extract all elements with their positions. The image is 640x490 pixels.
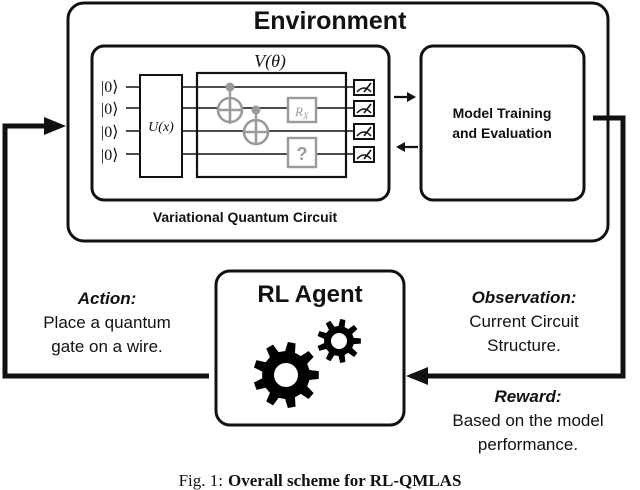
circuit-label: Variational Quantum Circuit bbox=[153, 209, 338, 225]
observation-heading: Observation: bbox=[472, 288, 577, 307]
observation-line1: Current Circuit bbox=[469, 312, 579, 331]
gear-icon-large bbox=[253, 342, 319, 408]
rx-gate-label: RX bbox=[294, 104, 309, 121]
gear-icon-small bbox=[317, 319, 361, 363]
meter-icon-2 bbox=[353, 100, 375, 117]
qubit-ket-2: |0⟩ bbox=[101, 101, 118, 118]
reward-heading: Reward: bbox=[494, 387, 561, 406]
model-training-line2: and Evaluation bbox=[452, 125, 552, 141]
action-heading: Action: bbox=[77, 289, 137, 308]
gearSmall-hole bbox=[331, 333, 347, 349]
meter-icon-3 bbox=[353, 123, 375, 140]
rl-agent-title: RL Agent bbox=[257, 281, 362, 308]
reward-line2: performance. bbox=[478, 435, 578, 454]
observation-reward-arrowhead bbox=[406, 367, 428, 385]
variational-block bbox=[195, 71, 348, 179]
meter-icon-4 bbox=[353, 146, 375, 163]
encoding-gate-label: U(x) bbox=[148, 120, 174, 135]
environment-title: Environment bbox=[254, 7, 407, 35]
meter-icon-1 bbox=[353, 79, 375, 96]
figure-caption: Fig. 1:Overall scheme for RL-QMLAS bbox=[179, 471, 462, 490]
observation-line2: Structure. bbox=[487, 336, 561, 355]
model-training-box bbox=[419, 44, 586, 202]
action-line1: Place a quantum bbox=[43, 313, 171, 332]
cnot-control-dot-2 bbox=[251, 105, 261, 115]
action-arrowhead bbox=[44, 117, 66, 135]
qubit-ket-3: |0⟩ bbox=[101, 124, 118, 141]
model-training-line1: Model Training bbox=[453, 105, 552, 121]
action-line2: gate on a wire. bbox=[51, 337, 163, 356]
unknown-gate-label: ? bbox=[297, 144, 308, 164]
variational-param-label: V(θ) bbox=[254, 51, 286, 72]
encoding-gate bbox=[139, 74, 183, 178]
action-arrow bbox=[2, 123, 209, 379]
qubit-ket-1: |0⟩ bbox=[101, 79, 118, 96]
unknown-gate bbox=[286, 136, 318, 169]
reward-line1: Based on the model bbox=[452, 411, 603, 430]
qubit-ket-4: |0⟩ bbox=[101, 147, 118, 164]
cnot-control-dot-1 bbox=[225, 82, 235, 92]
measurement-meters bbox=[353, 79, 375, 163]
gray-gates bbox=[216, 82, 318, 169]
gearLarge-hole bbox=[274, 363, 298, 387]
observation-reward-arrow bbox=[411, 115, 626, 379]
rx-gate bbox=[286, 96, 318, 124]
